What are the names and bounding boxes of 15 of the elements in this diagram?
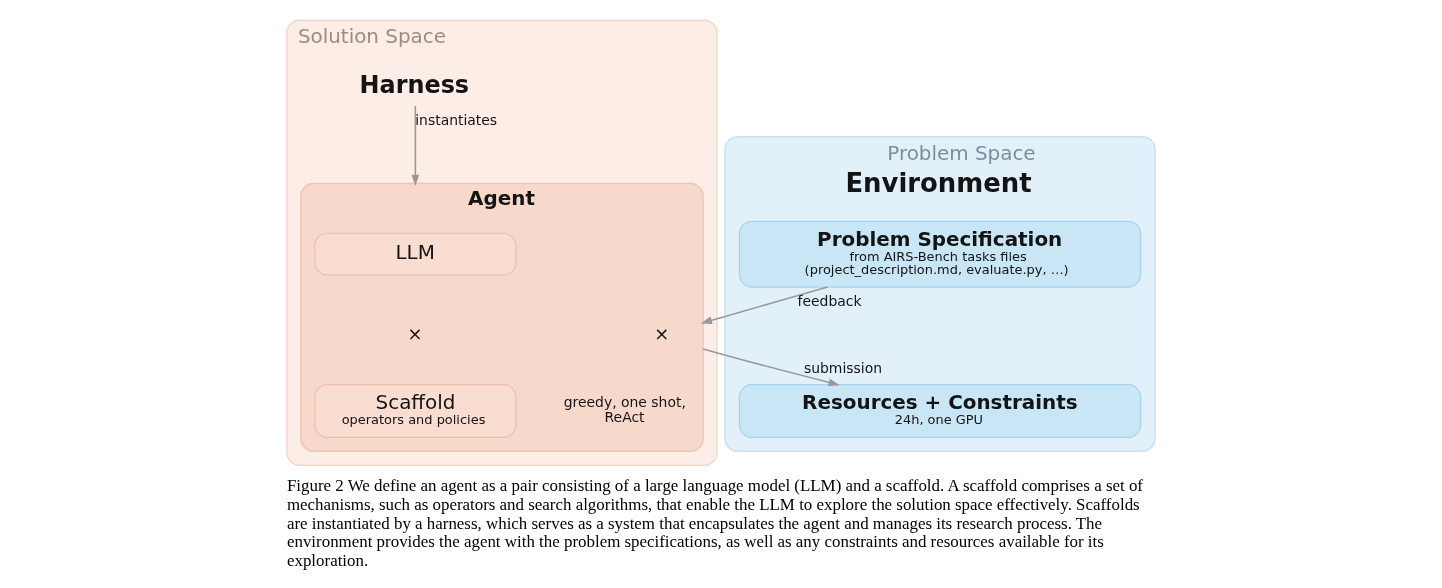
label: ×: [407, 323, 423, 345]
edge-label: submission: [803, 359, 882, 376]
node-box: Problem Specification from AIRS-Bench tasks files (project_description.md, evaluate.py, …): [738, 220, 1142, 288]
arrow: [700, 286, 829, 325]
label: ×: [654, 323, 670, 345]
arrow: [411, 105, 420, 186]
edge-label: instantiates: [415, 111, 498, 128]
node-text: Harness: [359, 71, 470, 100]
node-box: LLM: [314, 232, 517, 276]
node-box: Scaffold operators and policies: [314, 384, 517, 438]
node-box: Resources + Constraints 24h, one GPU: [738, 384, 1142, 438]
caption: Figure 2 We define an agent as a pair consisting of a large language model (LLM) and a scaffold. A scaffold comprises a set of mechanisms, such as operators and search algorithms, that enable the LLM to explore the solution space effectively. Scaffolds are instantiated by a harness, which serves as a system that encapsulates the agent and manages its research process. The environment provides the agent with the problem specifications, as well as any constraints and resources available for its exploration.: [286, 475, 1144, 571]
arrow: [702, 348, 840, 387]
edge-label: feedback: [797, 293, 862, 310]
label: greedy, one shot, ReAct: [563, 394, 686, 426]
